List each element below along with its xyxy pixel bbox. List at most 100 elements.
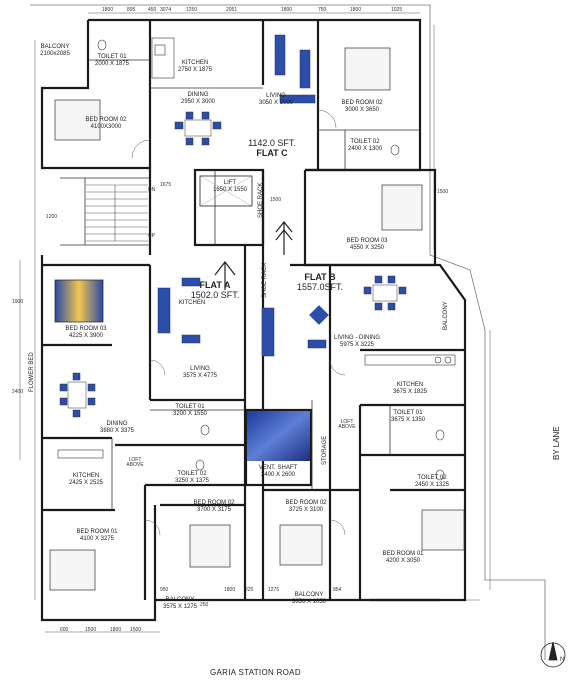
dim-top-5: 2051 <box>226 7 238 13</box>
dim-mid-5: 1500 <box>437 189 449 195</box>
dim-top-7: 750 <box>318 7 327 13</box>
dim-mid-9: 854 <box>333 587 342 593</box>
room-bedroom-03-b: BED ROOM 03 4550 X 3250 <box>346 238 388 251</box>
storage-label: STORAGE <box>322 435 328 465</box>
site-boundary <box>30 4 546 660</box>
furniture-dining <box>59 111 407 418</box>
dim-top-2: 450 <box>148 7 157 13</box>
dim-bottom-1: 1500 <box>85 627 97 633</box>
flat-b-label: FLAT B 1557.0SFT. <box>296 272 344 292</box>
entry-arrows <box>214 221 293 290</box>
dim-top-3: 3074 <box>160 7 172 13</box>
room-living-a: LIVING 3575 X 4775 <box>182 366 218 379</box>
bed-bedroom-01-a <box>49 549 96 591</box>
room-balcony-a: BALCONY 3575 X 1275 <box>162 597 198 610</box>
room-bedroom-02-a: BED ROOM 02 3700 X 3175 <box>193 500 235 513</box>
flat-c-label: 1142.0 SFT. FLAT C <box>248 138 296 158</box>
room-bedroom-02-b: BED ROOM 02 3725 X 3100 <box>285 500 327 513</box>
coffee-table-b <box>309 305 329 325</box>
room-toilet-02-c: TOILET 02 2400 X 1300 <box>347 139 383 152</box>
flat-a-label: FLAT A 1502.0 SFT. <box>190 280 240 300</box>
stair-dn-label: DN <box>148 187 156 193</box>
bed-bedroom-02-c <box>54 99 101 141</box>
sofa-living-a <box>157 287 171 334</box>
sofa-living-c-3 <box>279 94 316 104</box>
furniture-beds <box>49 47 465 591</box>
bed-bedroom-03-b <box>381 184 423 231</box>
sofa-living-b-2 <box>307 339 327 349</box>
shoe-rack-label-c: SHOE RACK <box>258 182 264 218</box>
dim-top-4: 1250 <box>186 7 198 13</box>
room-kitchen-a-upper: KITCHEN <box>178 300 206 306</box>
room-balcony-b: BALCONY 3650 X 1050 <box>291 592 327 605</box>
walls <box>40 18 467 622</box>
lift-car <box>199 175 253 207</box>
room-vent-shaft: VENT. SHAFT 2400 X 2600 <box>258 465 298 478</box>
room-kitchen-top: KITCHEN 2750 X 1875 <box>177 60 213 73</box>
dim-top-9: 1025 <box>391 7 403 13</box>
bed-bedroom-01-b <box>421 509 465 551</box>
sofa-living-b <box>261 307 275 357</box>
stair-up-label: UP <box>148 233 155 239</box>
lift-cross-2 <box>199 175 253 207</box>
room-dining-c: DINING 2950 X 3000 <box>180 92 216 105</box>
room-kitchen-b: KITCHEN 3675 X 1825 <box>392 382 428 395</box>
loft-above-label-a: LOFT ABOVE <box>126 457 144 468</box>
dining-table-c <box>184 119 212 137</box>
dim-mid-2: 1200 <box>46 214 58 220</box>
shoe-rack-label-b: SHOE RACK <box>262 262 268 298</box>
dim-bottom-0: 600 <box>60 627 69 633</box>
sofa-living-a-3 <box>181 334 201 344</box>
bed-bedroom-02-a <box>189 524 231 568</box>
dim-mid-0: 1675 <box>160 182 172 188</box>
north-compass <box>540 641 566 668</box>
dim-top-0: 1800 <box>102 7 114 13</box>
dim-top-8: 1800 <box>350 7 362 13</box>
room-toilet-01-b: TOILET 01 3675 X 1350 <box>390 410 426 423</box>
by-lane-label: BY LANE <box>552 426 561 460</box>
dining-table-b <box>372 284 398 302</box>
dimension-lines <box>19 12 491 633</box>
dim-top-6: 1800 <box>281 7 293 13</box>
room-kitchen-a: KITCHEN 2425 X 2525 <box>68 473 104 486</box>
furniture-sofas <box>157 34 327 357</box>
dining-table-a <box>67 381 87 409</box>
room-toilet-top: TOILET 01 2000 X 1875 <box>94 54 130 67</box>
dim-mid-8: 225 <box>245 587 254 593</box>
bed-bedroom-03-a <box>54 279 104 323</box>
door-swings <box>131 109 346 536</box>
flower-bed-label: FLOWER BED <box>29 352 35 392</box>
room-balcony-top-left: BALCONY 2100x2085 <box>40 44 70 57</box>
dim-bottom-2: 1800 <box>110 627 122 633</box>
dim-mid-10: 950 <box>160 587 169 593</box>
room-toilet-01-a: TOILET 01 3200 X 1550 <box>172 404 208 417</box>
dim-mid-3: 1900 <box>12 299 24 305</box>
room-living-dining-b: LIVING - DINING 5975 X 3225 <box>333 335 381 348</box>
sofa-living-c-1 <box>274 34 286 76</box>
partitions <box>60 59 420 510</box>
sofa-living-a-2 <box>181 277 201 287</box>
balcony-side-label: BALCONY <box>443 301 449 330</box>
dim-mid-7: 1800 <box>224 587 236 593</box>
north-label: N <box>560 657 565 663</box>
road-label: GARIA STATION ROAD <box>210 668 301 677</box>
sofa-living-c-2 <box>299 49 311 89</box>
toilet-fixtures <box>97 39 445 481</box>
room-dining-a: DINING 3880 X 3375 <box>99 421 135 434</box>
room-toilet-02-b: TOILET 02 2450 X 1325 <box>414 475 450 488</box>
room-bedroom-02-top-right: BED ROOM 02 3000 X 3650 <box>341 100 383 113</box>
room-toilet-02-a: TOILET 02 3250 X 1375 <box>174 471 210 484</box>
room-living-c: LIVING 3050 X 5000 <box>258 93 294 106</box>
dim-mid-1: 1500 <box>270 197 282 203</box>
room-bedroom-02-c: BED ROOM 02 4100X3000 <box>85 117 127 130</box>
vent-shaft-fill <box>247 411 310 461</box>
loft-above-label-b: LOFT ABOVE <box>338 419 356 430</box>
room-lift: LIFT 1650 X 1550 <box>212 180 248 193</box>
dim-top-1: 895 <box>127 7 136 13</box>
room-bedroom-03-a: BED ROOM 03 4225 X 3900 <box>65 326 107 339</box>
dim-mid-11: 250 <box>200 602 209 608</box>
bed-bedroom-02-b <box>279 524 323 566</box>
kitchen-fixtures <box>57 37 456 459</box>
dim-mid-4: 2400 <box>12 389 24 395</box>
